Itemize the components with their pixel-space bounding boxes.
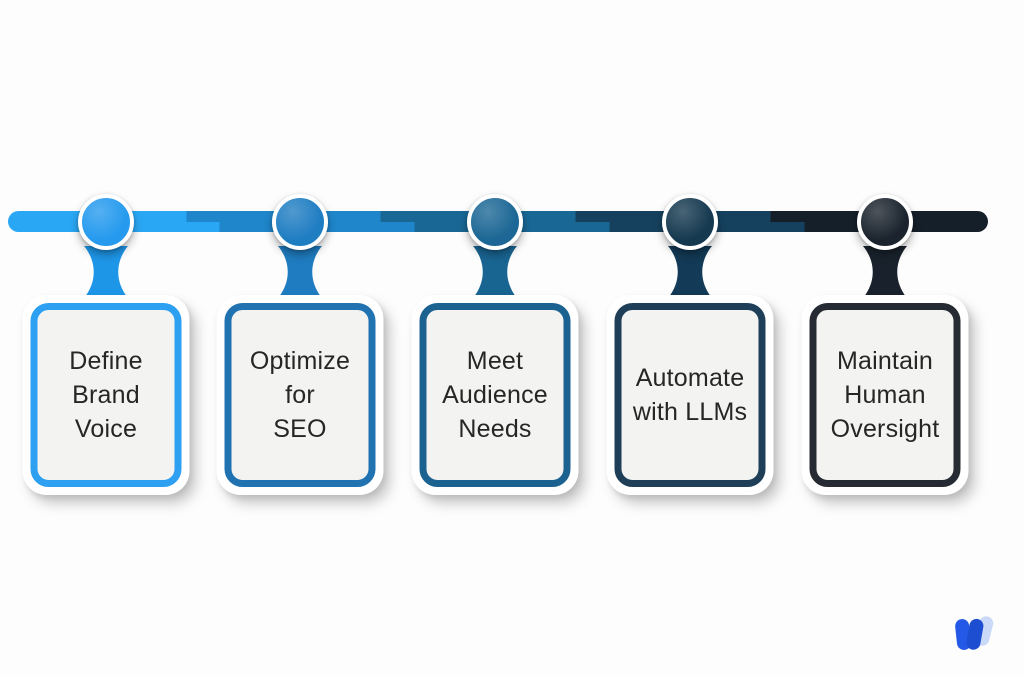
step-card: Optimize for SEO [216, 295, 384, 495]
step-node-circle [467, 194, 523, 250]
timeline-step-define-brand-voice: Define Brand Voice [8, 194, 204, 504]
step-node-circle [857, 194, 913, 250]
timeline-step-optimize-for-seo: Optimize for SEO [202, 194, 398, 504]
step-card-frame: Define Brand Voice [30, 303, 182, 487]
step-connector-stem [473, 246, 517, 298]
timeline-step-maintain-human-oversight: Maintain Human Oversight [787, 194, 983, 504]
step-card-frame: Automate with LLMs [614, 303, 766, 487]
step-node-circle [662, 194, 718, 250]
brand-logo [955, 616, 994, 650]
step-card: Maintain Human Oversight [801, 295, 969, 495]
timeline-step-meet-audience-needs: Meet Audience Needs [397, 194, 593, 504]
timeline-step-automate-with-llms: Automate with LLMs [592, 194, 788, 504]
step-node-circle [78, 194, 134, 250]
step-card: Automate with LLMs [606, 295, 774, 495]
step-card-title: Meet Audience Needs [442, 347, 548, 443]
step-card-title: Automate with LLMs [632, 364, 748, 426]
step-node-circle [272, 194, 328, 250]
step-connector-stem [863, 246, 907, 298]
step-card: Define Brand Voice [22, 295, 190, 495]
step-connector-stem [668, 246, 712, 298]
step-card-frame: Optimize for SEO [224, 303, 376, 487]
step-card-frame: Maintain Human Oversight [809, 303, 961, 487]
step-card-title: Define Brand Voice [69, 347, 143, 443]
step-connector-stem [84, 246, 128, 298]
step-card-title: Optimize for SEO [249, 347, 351, 443]
step-card-frame: Meet Audience Needs [419, 303, 571, 487]
step-card-title: Maintain Human Oversight [830, 347, 940, 443]
step-connector-stem [278, 246, 322, 298]
step-card: Meet Audience Needs [411, 295, 579, 495]
